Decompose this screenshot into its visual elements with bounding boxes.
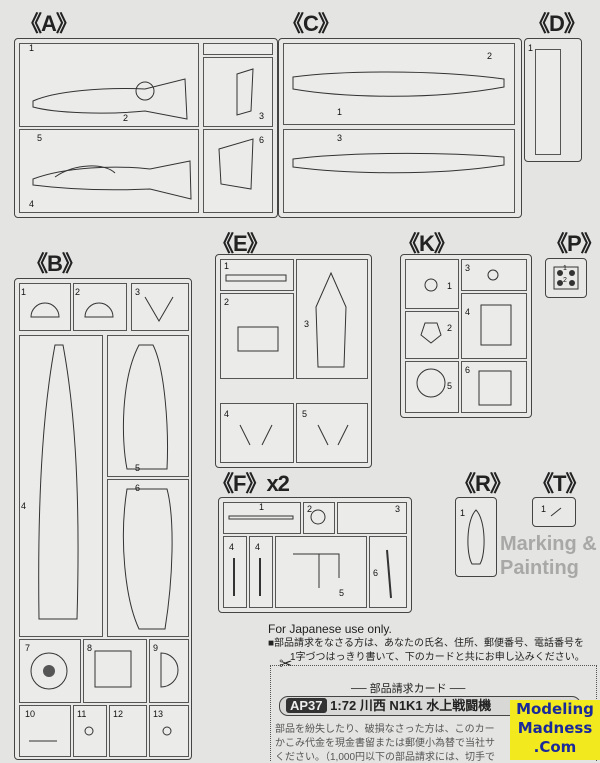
sprue-e: 1 2 3 4 5	[215, 254, 372, 468]
product-code: AP37	[286, 698, 327, 713]
part-c1: 1	[337, 107, 343, 117]
part-e5: 5	[302, 409, 308, 419]
product-scale: 1:72	[330, 698, 357, 713]
sprue-d-label: 《D》	[528, 11, 586, 36]
sprue-a: 1 2 3 5 6 4	[14, 38, 278, 218]
watermark-logo: Modeling Madness .Com	[510, 700, 600, 760]
part-c2: 2	[487, 51, 493, 61]
part-b8: 8	[87, 643, 93, 653]
sprue-c-label: 《C》	[282, 11, 340, 36]
part-k1: 1	[447, 281, 453, 291]
notice-english: For Japanese use only.	[268, 622, 392, 636]
part-a1: 1	[29, 43, 35, 53]
card-body-1: 部品を紛失したり、破損なさった方は、このカー	[275, 724, 495, 735]
part-b13: 13	[153, 709, 164, 719]
sprue-t-label: 《T》	[532, 471, 587, 496]
sprue-k-label: 《K》	[398, 231, 456, 256]
part-f5: 5	[339, 588, 345, 598]
part-r1: 1	[460, 508, 466, 518]
product-bar: AP37 1:72 川西 N1K1 水上戦闘機	[279, 696, 581, 716]
notice-line1: ■部品請求をなさる方は、あなたの氏名、住所、郵便番号、電話番号を	[268, 638, 585, 649]
card-title: ── 部品請求カード ──	[351, 683, 466, 695]
sprue-a-label: 《A》	[20, 11, 78, 36]
part-c3: 3	[337, 133, 343, 143]
part-d1: 1	[528, 43, 534, 53]
part-e4: 4	[224, 409, 230, 419]
part-k6: 6	[465, 365, 471, 375]
part-b5: 5	[135, 463, 141, 473]
part-b3: 3	[135, 287, 141, 297]
part-a2: 2	[123, 113, 129, 123]
card-body-3: ください。（1,000円以下の部品請求には、切手で	[275, 752, 496, 763]
part-t1: 1	[541, 504, 547, 514]
part-b7: 7	[25, 643, 31, 653]
background-heading: Marking & Painting	[500, 533, 597, 579]
part-k3: 3	[465, 263, 471, 273]
part-b1: 1	[21, 287, 27, 297]
sprue-e-label: 《E》	[212, 231, 269, 256]
part-b4: 4	[21, 501, 27, 511]
part-b10: 10	[25, 709, 36, 719]
part-e3: 3	[304, 319, 310, 329]
part-k5: 5	[447, 381, 453, 391]
sprue-d: 1	[524, 38, 582, 162]
sprue-b: 1 2 3 4 5 6 7 8 9 10 11 12 13	[14, 278, 192, 760]
part-f2: 2	[307, 504, 313, 514]
sprue-p-label: 《P》	[546, 231, 600, 256]
part-a6: 6	[259, 135, 265, 145]
part-e2: 2	[224, 297, 230, 307]
product-name: 川西 N1K1 水上戦闘機	[359, 698, 492, 713]
part-k2: 2	[447, 323, 453, 333]
sprue-c: 1 2 3	[278, 38, 522, 218]
sprue-f: 1 2 3 4 4 5 6	[218, 497, 412, 613]
part-b9: 9	[153, 643, 159, 653]
part-f1: 1	[259, 502, 265, 512]
part-a4: 4	[29, 199, 35, 209]
part-f4b: 4	[255, 542, 261, 552]
card-body-2: かこみ代金を現金書留または郵便小為替で当社サ	[275, 738, 495, 749]
part-f6: 6	[373, 568, 379, 578]
scissors-icon: ✂	[279, 656, 293, 673]
sprue-t: 1	[532, 497, 576, 527]
part-p1: 1	[563, 265, 567, 272]
part-e1: 1	[224, 261, 230, 271]
part-f3: 3	[395, 504, 401, 514]
part-b12: 12	[113, 709, 124, 719]
logo-line1: Modeling	[516, 700, 594, 718]
logo-line2: Madness	[517, 719, 593, 737]
part-b11: 11	[77, 709, 87, 719]
sprue-f-label: 《F》x2	[212, 471, 290, 496]
sprue-r-label: 《R》	[454, 471, 512, 496]
sprue-b-label: 《B》	[26, 251, 84, 276]
part-f4a: 4	[229, 542, 235, 552]
part-p2: 2	[563, 277, 567, 284]
part-a3: 3	[259, 111, 265, 121]
part-k4: 4	[465, 307, 471, 317]
logo-line3: .Com	[533, 738, 577, 756]
notice-line2: 1字づつはっきり書いて、下のカードと共にお申し込みください。	[290, 652, 585, 663]
part-a5: 5	[37, 133, 43, 143]
part-b6: 6	[135, 483, 141, 493]
sprue-p: 1 2	[545, 258, 587, 298]
sprue-k: 1 3 2 4 5 6	[400, 254, 532, 418]
part-b2: 2	[75, 287, 81, 297]
sprue-r: 1	[455, 497, 497, 577]
